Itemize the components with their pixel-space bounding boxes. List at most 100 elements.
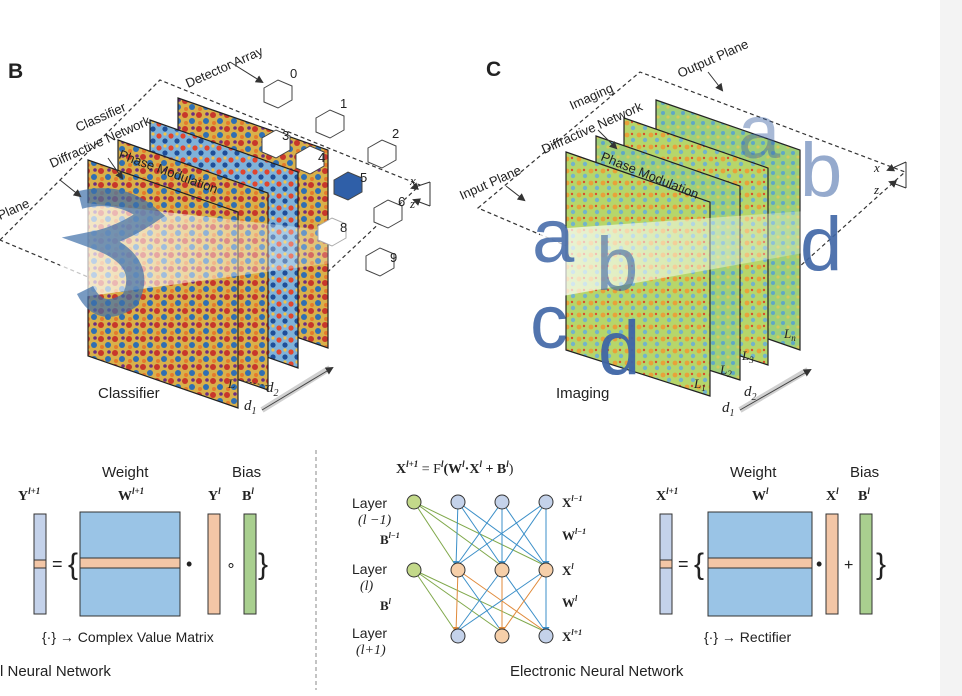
svg-text:4: 4 — [318, 150, 325, 165]
svg-text:5: 5 — [360, 170, 367, 185]
svg-text:8: 8 — [340, 220, 347, 235]
detector-9: 9 — [365, 247, 397, 277]
svg-text:z: z — [873, 182, 879, 197]
panel-c-arrow — [707, 71, 724, 92]
e-equals: = — [678, 554, 689, 574]
svg-text:•: • — [186, 554, 192, 574]
svg-text:Xl+1: Xl+1 — [562, 628, 582, 644]
e-w-row — [707, 557, 813, 569]
bias-node-cur — [406, 562, 422, 578]
detector-1: 1 — [315, 96, 347, 139]
node-l1-2 — [494, 562, 510, 578]
svg-text:1: 1 — [340, 96, 347, 111]
panel-b-arrow — [59, 179, 82, 198]
node-l0-1 — [450, 494, 466, 510]
svg-text:Xl−1: Xl−1 — [562, 494, 582, 510]
e-x-cur-vector — [825, 513, 839, 615]
panel-c-caption: Imaging — [556, 385, 609, 402]
electronic-weight-label: Weight — [730, 464, 777, 481]
optical-w-row — [79, 557, 181, 569]
panel-c-axes: x z — [873, 160, 907, 197]
svg-text:Wl: Wl — [562, 594, 578, 610]
network-right-labels: Xl−1 Wl−1 Xl Wl Xl+1 — [562, 494, 586, 644]
panel-b-arrow — [107, 157, 124, 180]
e-plus: + — [844, 557, 853, 574]
panel-b-arrow — [229, 61, 264, 84]
optical-bias-label: Bias — [232, 464, 261, 481]
detector-3: 3 — [261, 128, 291, 159]
layer-label-cur-2: (l) — [360, 579, 374, 594]
svg-text:•: • — [816, 554, 822, 574]
layer-label-2: L2 — [719, 362, 732, 379]
input-letter-d: d — [598, 306, 640, 391]
panel-b-letter: B — [8, 60, 23, 83]
node-l1-3 — [538, 562, 554, 578]
c-d1-label: d1 — [722, 400, 735, 419]
electronic-bias-label: Bias — [850, 464, 879, 481]
output-letter-b: b — [800, 128, 842, 213]
input-letter-c: c — [530, 280, 568, 365]
optical-y-cur-label: Yl — [208, 486, 221, 504]
d2-label: d2 — [266, 380, 279, 399]
svg-text:3: 3 — [282, 128, 289, 143]
layer-label-next-2: (l+1) — [356, 643, 386, 658]
optical-equals: = — [52, 554, 63, 574]
optical-weight-label: Weight — [102, 464, 149, 481]
panel-b-axes: x z — [409, 173, 431, 211]
b-label-cur: Bl — [380, 597, 392, 613]
e-x-next-label: Xl+1 — [656, 486, 678, 504]
panel-b-caption: Classifier — [98, 385, 160, 402]
panel-c-arrow — [505, 185, 526, 202]
layer-l-label: L — [227, 376, 235, 391]
panel-b-input-plane-label: Plane — [0, 196, 32, 223]
svg-text:∘: ∘ — [226, 557, 236, 574]
node-l0-2 — [494, 494, 510, 510]
optical-b-vector — [243, 513, 257, 615]
panel-c-output-label: Output Plane — [675, 36, 750, 81]
node-l2-3 — [538, 628, 554, 644]
optical-caption: l Neural Network — [0, 663, 111, 680]
panel-c-input-letters: a b c d — [530, 194, 640, 391]
panel-c-layer-labels: L1 L2 L3 Ln — [693, 326, 796, 393]
electronic-note: {·} → Rectifier — [704, 629, 791, 645]
detector-2: 2 — [367, 126, 399, 169]
detector-0: 0 — [263, 66, 297, 109]
output-letter-d: d — [800, 202, 842, 287]
panel-c: C Phase Modulation a b c d a b d Input P… — [457, 36, 907, 419]
svg-text:Xl: Xl — [562, 562, 574, 578]
bias-node-prev — [406, 494, 422, 510]
optical-note: {·} → Complex Value Matrix — [42, 629, 214, 645]
layer-label-cur-1: Layer — [352, 561, 387, 577]
network-nodes — [406, 494, 554, 644]
output-letter-a: a — [738, 90, 781, 175]
layer-label-next-1: Layer — [352, 625, 387, 641]
input-letter-b: b — [596, 222, 638, 307]
d1-label: d1 — [244, 398, 257, 417]
e-b-vector — [859, 513, 873, 615]
layer-label-3: L3 — [741, 348, 754, 365]
svg-text:Wl−1: Wl−1 — [562, 527, 586, 543]
panel-c-arrow — [597, 129, 618, 150]
panel-c-light-beam — [540, 210, 820, 300]
electronic-network: Xl+1 = Fl(Wl·Xl + Bl) Layer (l −1) Layer… — [352, 459, 684, 680]
panel-b: B Phase Modulation Plane Classifier Diff… — [0, 43, 431, 417]
svg-text:9: 9 — [390, 250, 397, 265]
svg-text:z: z — [409, 196, 415, 211]
panel-b-distances: d1 d2 L — [227, 365, 334, 417]
svg-text:2: 2 — [392, 126, 399, 141]
detector-5: 5 — [333, 170, 367, 201]
right-margin-strip — [940, 0, 962, 696]
svg-text:0: 0 — [290, 66, 297, 81]
layer-label-prev-1: Layer — [352, 495, 387, 511]
c-d2-label: d2 — [744, 384, 757, 403]
svg-text:x: x — [873, 160, 880, 175]
optical-y-next-label: Yl+1 — [18, 486, 40, 504]
panel-c-distances: d1 d2 — [722, 367, 812, 419]
optical-equation: Weight Bias Yl+1 Wl+1 Yl Bl = { • ∘ } {·… — [0, 464, 268, 680]
electronic-equation-diagram: Weight Bias Xl+1 Wl Xl Bl = { • + } {·} … — [656, 464, 886, 645]
e-w-label: Wl — [752, 486, 769, 504]
svg-text:{: { — [694, 548, 704, 581]
b-label-prev: Bl−1 — [380, 531, 400, 547]
optical-y-cur-vector — [207, 513, 221, 615]
panel-c-input-plane-label: Input Plane — [457, 162, 523, 202]
